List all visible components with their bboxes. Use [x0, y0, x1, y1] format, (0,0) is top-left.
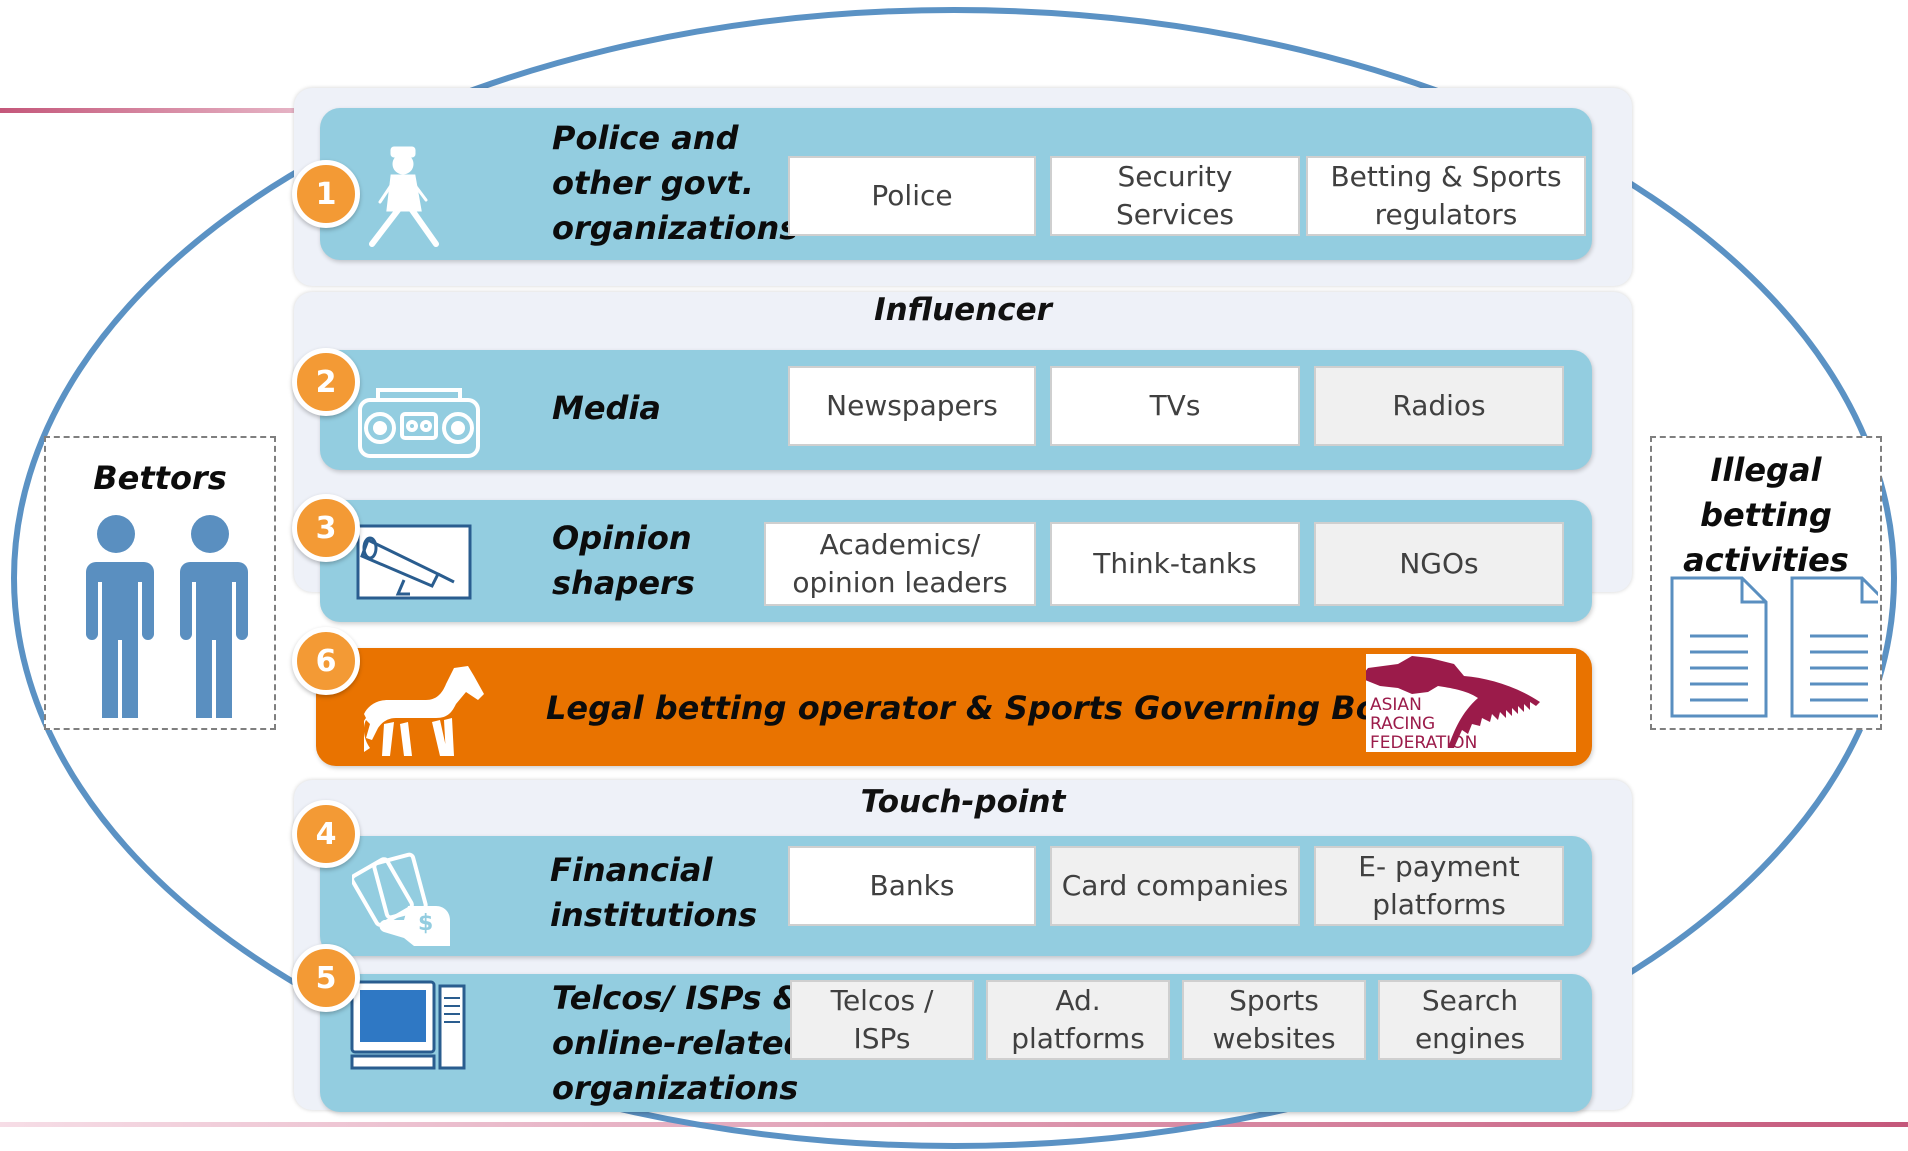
computer-icon [350, 980, 466, 1070]
cards-money-icon: $ [352, 852, 450, 946]
legal-betting-label: Legal betting operator & Sports Governin… [546, 689, 1453, 727]
badge-1: 1 [292, 160, 360, 228]
academics-box: Academics/ opinion leaders [764, 522, 1036, 606]
police-row-label: Police and other govt. organizations [552, 119, 799, 247]
badge-4: 4 [292, 800, 360, 868]
opinion-row-label: Opinion shapers [552, 519, 695, 602]
security-services-box: Security Services [1050, 156, 1300, 236]
ngos-box: NGOs [1314, 522, 1564, 606]
radios-box: Radios [1314, 366, 1564, 446]
bottom-accent-line [0, 1122, 1908, 1127]
illegal-activities-label: Illegal betting activities [1683, 451, 1849, 579]
badge-6: 6 [292, 627, 360, 695]
search-engines-box: Search engines [1378, 980, 1562, 1060]
think-tanks-box: Think-tanks [1050, 522, 1300, 606]
financial-row-label: Financial institutions [550, 851, 758, 934]
tvs-box: TVs [1050, 366, 1300, 446]
media-row-label: Media [552, 389, 662, 427]
top-accent-line [0, 108, 300, 113]
card-companies-box: Card companies [1050, 846, 1300, 926]
svg-text:$: $ [418, 911, 433, 936]
ad-platforms-box: Ad. platforms [986, 980, 1170, 1060]
asian-racing-federation-logo: ASIAN RACING FEDERATION [1366, 654, 1576, 753]
illegal-activities-box: Illegal betting activities [1650, 436, 1882, 730]
newspapers-box: Newspapers [788, 366, 1036, 446]
badge-5: 5 [292, 944, 360, 1012]
badge-2: 2 [292, 348, 360, 416]
bettors-label: Bettors [93, 459, 227, 497]
documents-icon [1670, 576, 1878, 718]
badge-3: 3 [292, 494, 360, 562]
betting-regulators-box: Betting & Sports regulators [1306, 156, 1586, 236]
dragon-logo-icon [1366, 656, 1540, 748]
two-people-icon [86, 515, 248, 718]
banks-box: Banks [788, 846, 1036, 926]
logo-text: ASIAN RACING FEDERATION [1370, 695, 1478, 753]
influencer-title: Influencer [874, 292, 1052, 328]
police-box: Police [788, 156, 1036, 236]
bettors-box: Bettors [44, 436, 276, 730]
megaphone-icon [356, 524, 472, 600]
telcos-row-label: Telcos/ ISPs & online-related organizati… [552, 979, 807, 1107]
sports-websites-box: Sports websites [1182, 980, 1366, 1060]
police-officer-icon [369, 146, 439, 247]
touchpoint-title: Touch-point [860, 784, 1066, 820]
boombox-icon [358, 388, 480, 458]
telcos-isps-box: Telcos / ISPs [790, 980, 974, 1060]
e-payment-box: E- payment platforms [1314, 846, 1564, 926]
horse-icon [364, 666, 484, 756]
